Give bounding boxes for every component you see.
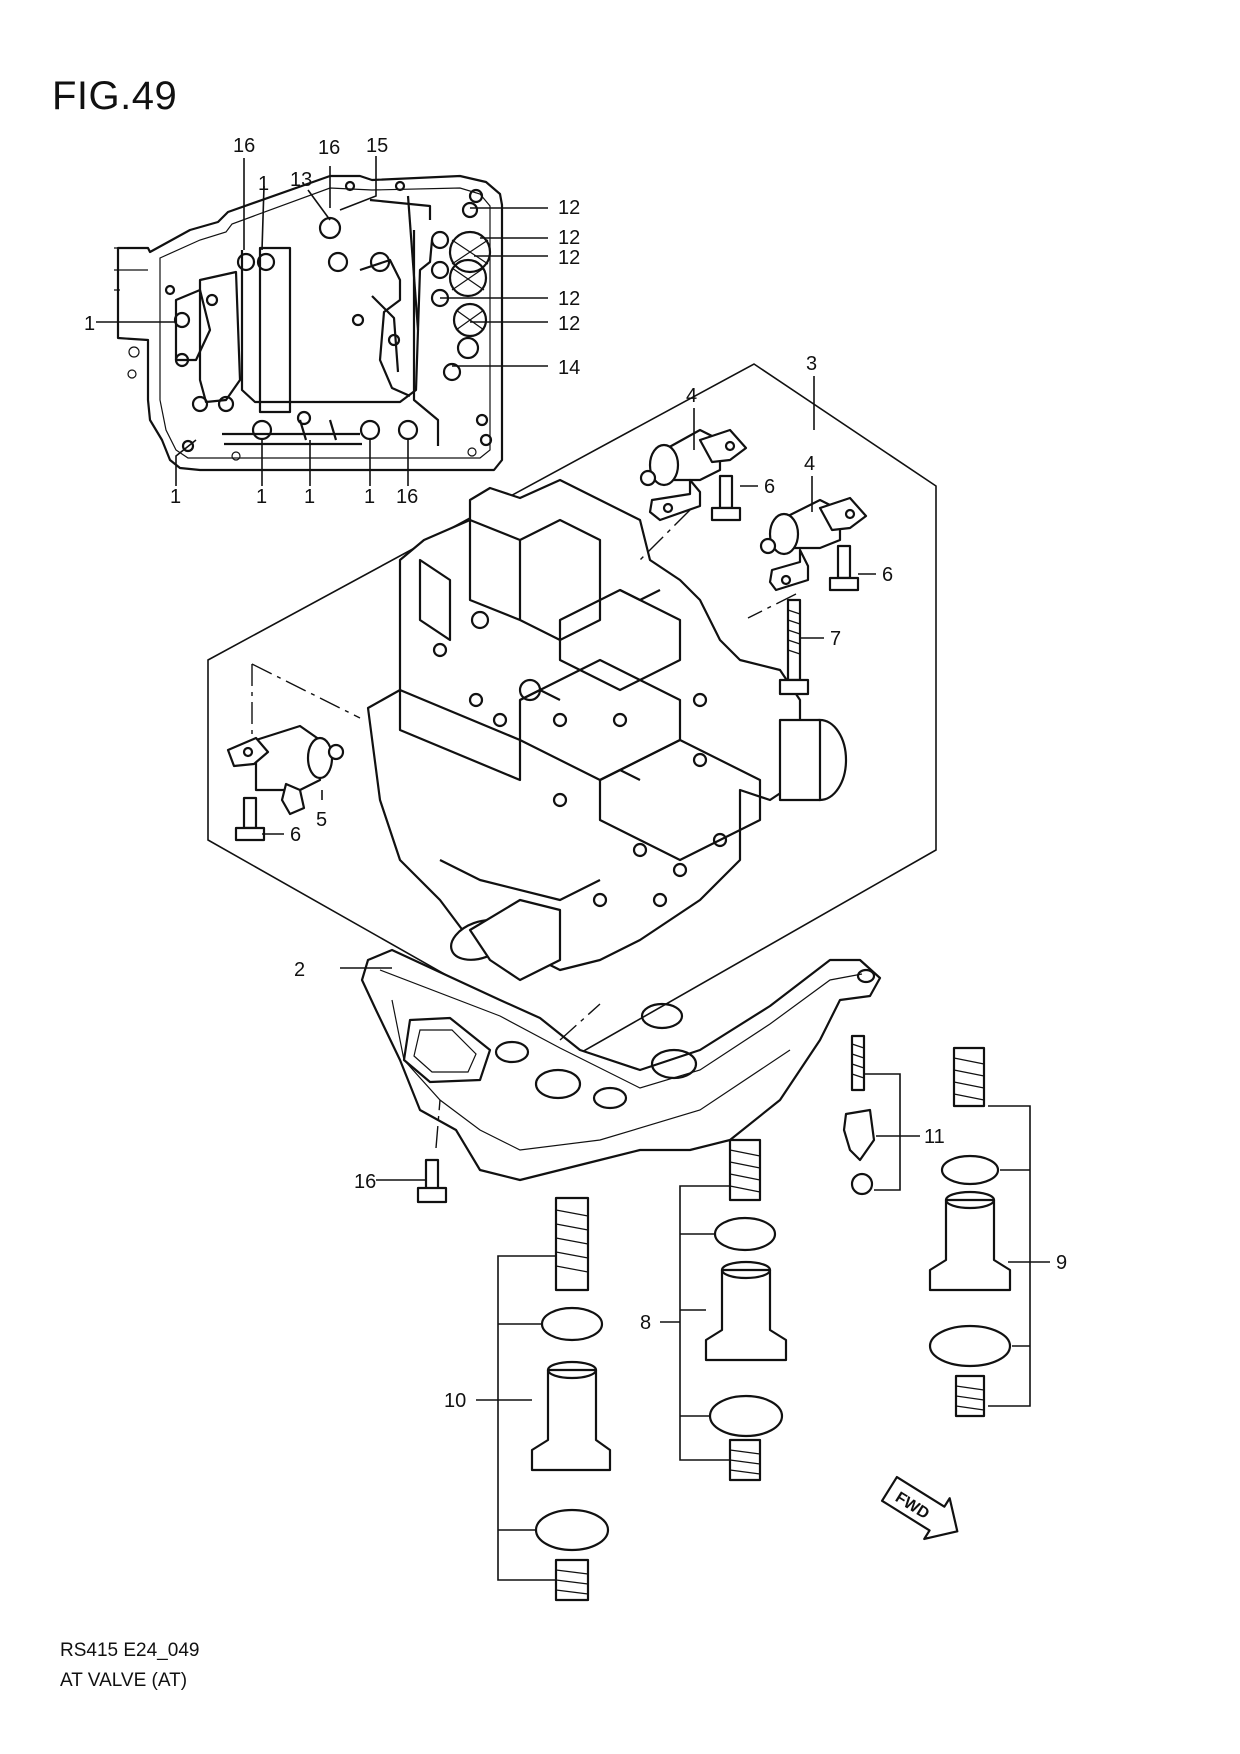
callout-1: 1 — [258, 173, 269, 195]
callout-1: 1 — [256, 486, 267, 508]
leader-lines — [96, 156, 1050, 1581]
callout-4: 4 — [686, 385, 697, 407]
diagram-caption: AT VALVE (AT) — [60, 1670, 188, 1691]
callout-8: 8 — [640, 1312, 651, 1334]
callout-3: 3 — [806, 353, 817, 375]
callout-1: 1 — [84, 313, 95, 335]
fwd-arrow-icon: FWD — [880, 1475, 959, 1541]
valve-body-inset — [114, 174, 504, 472]
linear-solenoid — [226, 724, 345, 816]
plate-bolt — [416, 1158, 448, 1204]
callout-12: 12 — [558, 227, 580, 249]
callout-10: 10 — [444, 1390, 466, 1412]
callout-15: 15 — [366, 135, 388, 157]
callout-16: 16 — [233, 135, 255, 157]
valve-body-assembly — [207, 363, 937, 1053]
solenoid-bolt-upper — [710, 474, 742, 522]
accumulator-set-middle — [704, 1138, 788, 1482]
callout-12: 12 — [558, 288, 580, 310]
callout-16: 16 — [354, 1171, 376, 1193]
valve-body-bolt — [778, 598, 810, 696]
callout-14: 14 — [558, 357, 580, 379]
callout-12: 12 — [558, 197, 580, 219]
callout-16: 16 — [396, 486, 418, 508]
callout-12: 12 — [558, 247, 580, 269]
callout-16: 16 — [318, 137, 340, 159]
callout-6: 6 — [764, 476, 775, 498]
shift-solenoid-upper — [639, 428, 748, 522]
solenoid-bolt-left — [234, 796, 266, 842]
diagram-code: RS415 E24_049 — [60, 1640, 200, 1661]
callout-1: 1 — [304, 486, 315, 508]
callout-11: 11 — [924, 1126, 945, 1148]
solenoid-bolt-lower — [828, 544, 860, 592]
accumulator-set-right — [928, 1046, 1012, 1418]
callout-5: 5 — [316, 809, 327, 831]
callout-7: 7 — [830, 628, 841, 650]
separator-plate — [360, 948, 882, 1182]
callout-6: 6 — [290, 824, 301, 846]
accumulator-set-left — [530, 1196, 612, 1602]
callout-2: 2 — [294, 959, 305, 981]
shift-solenoid-lower — [759, 496, 868, 592]
callout-4: 4 — [804, 453, 815, 475]
figure-title: FIG.49 — [52, 74, 178, 118]
callout-12: 12 — [558, 313, 580, 335]
check-valve-set — [842, 1034, 876, 1196]
callout-labels: 16 16 15 1 13 12 12 12 12 12 14 1 1 1 1 … — [84, 135, 1067, 1412]
callout-1: 1 — [170, 486, 181, 508]
callout-9: 9 — [1056, 1252, 1067, 1274]
callout-6: 6 — [882, 564, 893, 586]
callout-13: 13 — [290, 169, 312, 191]
callout-1: 1 — [364, 486, 375, 508]
